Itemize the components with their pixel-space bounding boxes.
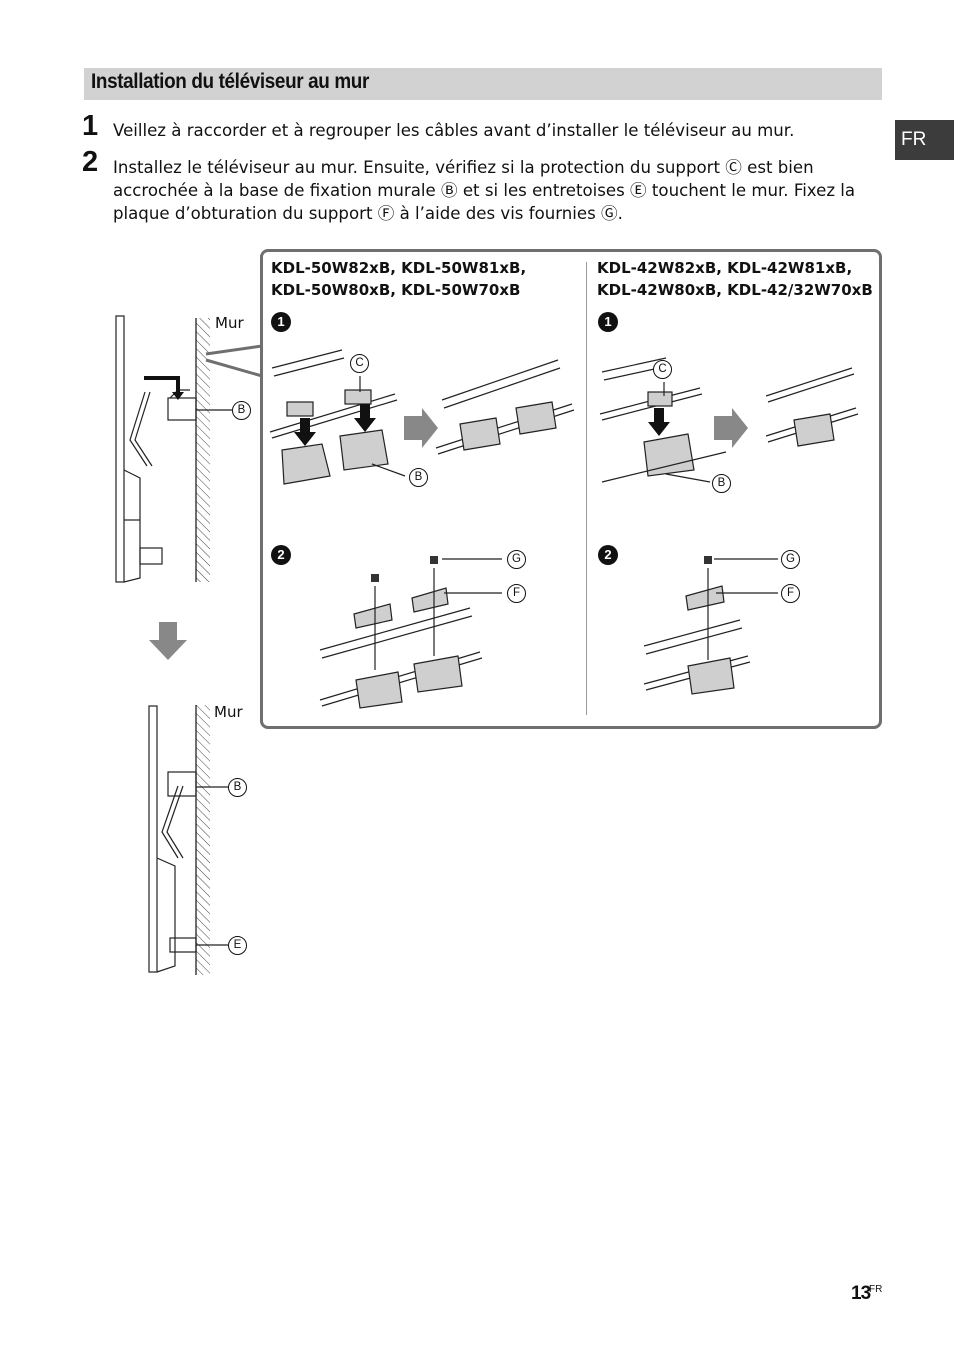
tv-side-profile-top (115, 315, 197, 583)
callout-g-right: G (781, 550, 800, 569)
model-left-line2: KDL-50W80xB, KDL-50W70xB (271, 281, 521, 299)
bracket-step1-right (599, 357, 859, 483)
language-tab: FR (895, 120, 954, 160)
right-arrow-right (714, 408, 748, 448)
callout-b-top: B (232, 401, 251, 420)
callout-f-right: F (781, 584, 800, 603)
bullet-step-2-left: 2 (271, 545, 291, 565)
page-number: 13 (851, 1283, 871, 1304)
bullet-step-2-right: 2 (598, 545, 618, 565)
model-right-line2: KDL-42W80xB, KDL-42/32W70xB (597, 281, 873, 299)
callout-g-left: G (507, 550, 526, 569)
bracket-step2-right (643, 558, 778, 695)
bullet-step-1-right: 1 (598, 312, 618, 332)
bracket-step2-left (319, 558, 502, 709)
step-2-number: 2 (82, 146, 99, 178)
step-1-number: 1 (82, 110, 99, 142)
model-left-line1: KDL-50W82xB, KDL-50W81xB, (271, 259, 527, 277)
tv-side-profile-bottom (148, 705, 197, 973)
hook-arrow (144, 376, 180, 392)
callout-b-bottom: B (228, 778, 247, 797)
section-header: Installation du téléviseur au mur (84, 68, 882, 100)
wall-bottom (196, 705, 210, 975)
wall-label-top: Mur (215, 314, 244, 332)
bracket-step1-left (269, 349, 575, 485)
wall-top (196, 318, 210, 582)
callout-c-right: C (653, 360, 672, 379)
wall-label-bottom: Mur (214, 703, 243, 721)
callout-e: E (228, 936, 247, 955)
right-arrow-left (404, 408, 438, 448)
callout-b-left: B (409, 468, 428, 487)
diagram-panel (260, 249, 882, 729)
bullet-step-1-left: 1 (271, 312, 291, 332)
panel-divider (586, 262, 587, 715)
down-arrow (149, 622, 187, 660)
callout-b-right: B (712, 474, 731, 493)
callout-f-left: F (507, 584, 526, 603)
step-1-text: Veillez à raccorder et à regrouper les c… (113, 121, 795, 140)
page-number-suffix: FR (869, 1284, 883, 1295)
callout-c-left: C (350, 354, 369, 373)
section-title: Installation du téléviseur au mur (91, 70, 370, 93)
model-right-line1: KDL-42W82xB, KDL-42W81xB, (597, 259, 853, 277)
step-2-text: Installez le téléviseur au mur. Ensuite,… (113, 158, 856, 223)
